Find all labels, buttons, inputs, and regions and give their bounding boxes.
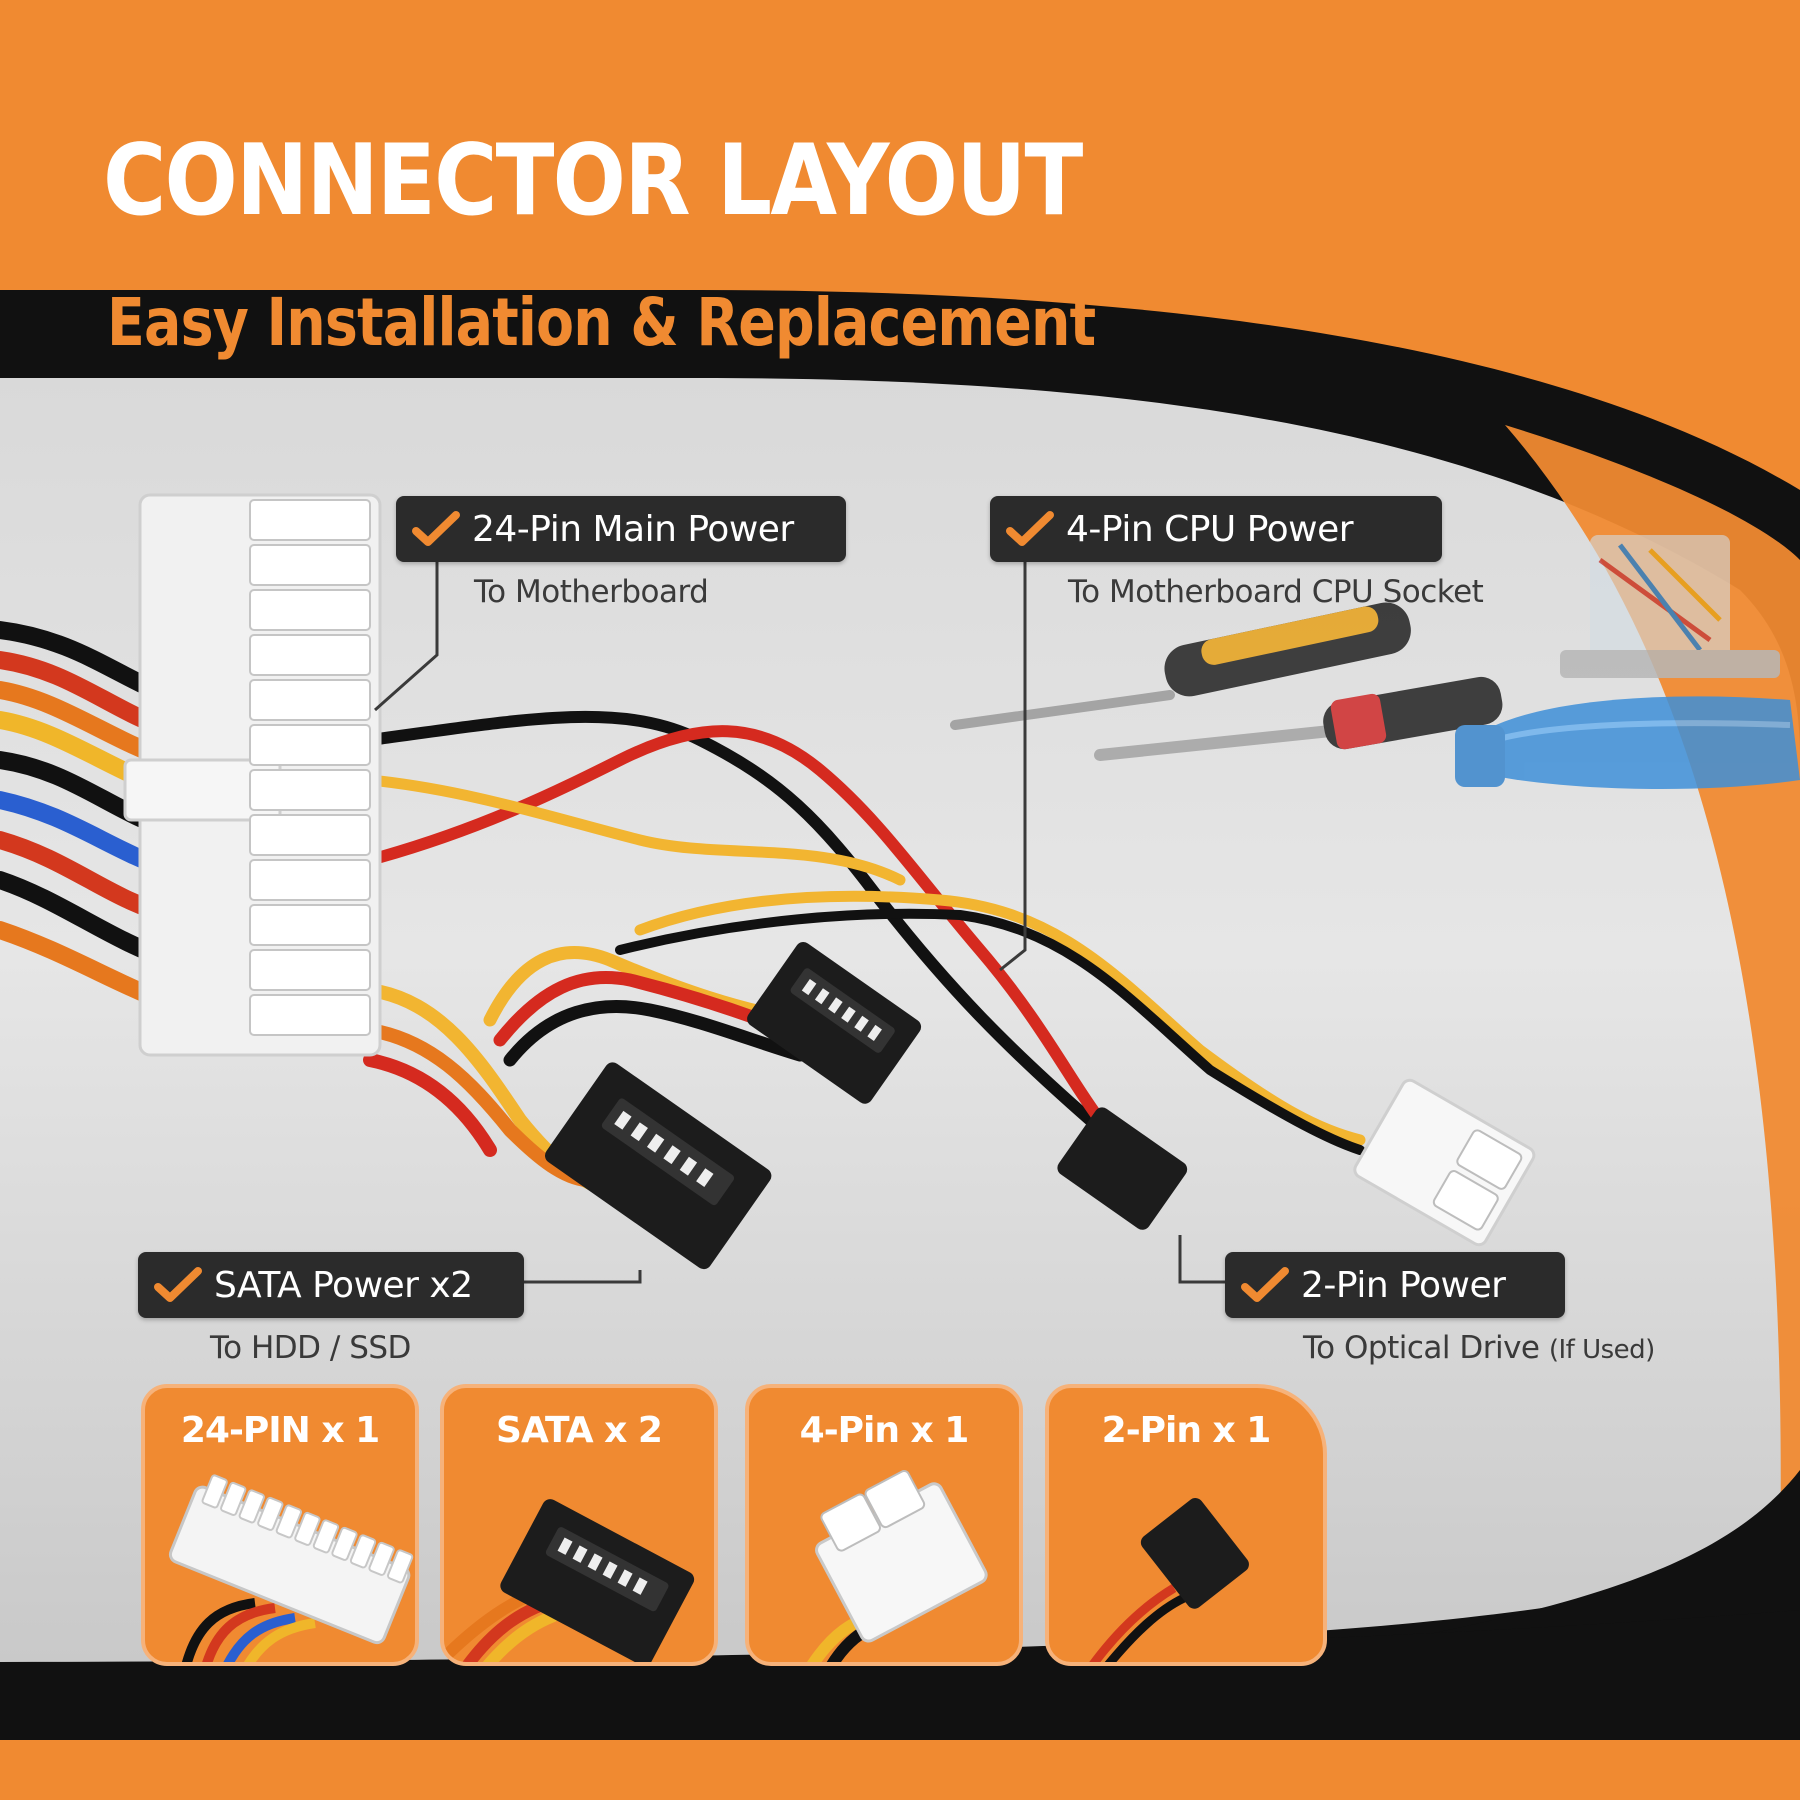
callout-2pin-description: To Optical Drive (If Used): [1303, 1330, 1655, 1366]
callout-2pin-destination: To Optical Drive: [1303, 1330, 1540, 1366]
24pin-connector-image: [168, 1474, 414, 1662]
4pin-connector-image: [807, 1470, 988, 1662]
callout-2pin-note: (If Used): [1548, 1335, 1655, 1365]
callout-4pin-description: To Motherboard CPU Socket: [1068, 574, 1484, 610]
callout-2pin: 2-Pin Power: [1225, 1252, 1565, 1318]
callout-sata: SATA Power x2: [138, 1252, 524, 1318]
callout-24pin-label: 24-Pin Main Power: [472, 508, 794, 550]
page-title: CONNECTOR LAYOUT: [103, 124, 1083, 238]
tile-4pin: 4-Pin x 1: [745, 1384, 1023, 1666]
callout-24pin-description: To Motherboard: [474, 574, 709, 610]
check-icon: [1006, 511, 1054, 546]
check-icon: [1241, 1267, 1289, 1302]
tile-2pin-label: 2-Pin x 1: [1101, 1410, 1272, 1451]
check-icon: [412, 511, 460, 546]
tile-24pin-label: 24-PIN x 1: [180, 1410, 380, 1451]
sata-connector-image: [444, 1499, 695, 1662]
callout-24pin: 24-Pin Main Power: [396, 496, 846, 562]
callout-4pin: 4-Pin CPU Power: [990, 496, 1442, 562]
callout-sata-description: To HDD / SSD: [210, 1330, 411, 1366]
2pin-connector-image: [1089, 1498, 1249, 1662]
page-subtitle: Easy Installation & Replacement: [107, 284, 1096, 361]
check-icon: [154, 1267, 202, 1302]
tile-2pin: 2-Pin x 1: [1045, 1384, 1327, 1666]
tile-sata-label: SATA x 2: [496, 1410, 663, 1451]
tile-4pin-label: 4-Pin x 1: [799, 1410, 970, 1451]
tile-sata: SATA x 2: [440, 1384, 718, 1666]
callout-2pin-label: 2-Pin Power: [1301, 1264, 1506, 1306]
callout-4pin-label: 4-Pin CPU Power: [1066, 508, 1354, 550]
tile-24pin: 24-PIN x 1: [141, 1384, 419, 1666]
callout-sata-label: SATA Power x2: [214, 1264, 473, 1306]
